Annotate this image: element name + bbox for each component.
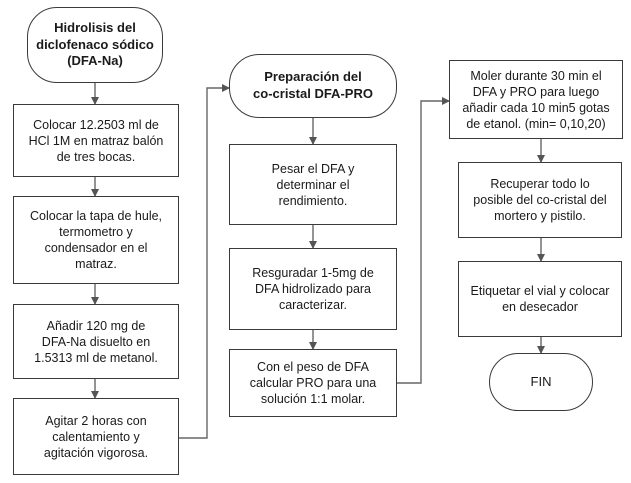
connector-col2-col3 bbox=[397, 97, 450, 384]
terminal-start-preparacion-label: Preparación del co-cristal DFA-PRO bbox=[253, 69, 373, 101]
process-step-moler-label: Moler durante 30 min el DFA y PRO para l… bbox=[462, 68, 610, 131]
terminal-start-hidrolisis-label: Hidrolisis del diclofenaco sódico (DFA-N… bbox=[36, 20, 154, 69]
terminal-end-fin: FIN bbox=[489, 353, 593, 411]
process-step-calcular-pro: Con el peso de DFA calcular PRO para una… bbox=[229, 349, 397, 417]
process-step-recuperar-label: Recuperar todo lo posible del co-cristal… bbox=[473, 177, 607, 223]
process-step-recuperar: Recuperar todo lo posible del co-cristal… bbox=[458, 162, 622, 238]
terminal-start-hidrolisis: Hidrolisis del diclofenaco sódico (DFA-N… bbox=[27, 7, 163, 83]
process-step-pesar-dfa: Pesar el DFA y determinar el rendimiento… bbox=[229, 144, 397, 225]
terminal-start-preparacion: Preparación del co-cristal DFA-PRO bbox=[229, 54, 397, 118]
process-step-resguardar-label: Resguradar 1-5mg de DFA hidrolizado para… bbox=[252, 266, 374, 312]
process-step-agitar: Agitar 2 horas con calentamiento y agita… bbox=[13, 398, 179, 475]
connector-col1-col2 bbox=[179, 84, 230, 439]
process-step-anadir-dfa-na-label: Añadir 120 mg de DFA-Na disuelto en 1.53… bbox=[34, 318, 158, 365]
process-step-pesar-dfa-label: Pesar el DFA y determinar el rendimiento… bbox=[271, 161, 355, 208]
process-step-colocar-hcl: Colocar 12.2503 ml de HCl 1M en matraz b… bbox=[13, 104, 179, 177]
process-step-etiquetar-label: Etiquetar el vial y colocar en desecador bbox=[470, 284, 610, 314]
process-step-anadir-dfa-na: Añadir 120 mg de DFA-Na disuelto en 1.53… bbox=[13, 304, 179, 379]
process-step-etiquetar: Etiquetar el vial y colocar en desecador bbox=[458, 261, 622, 337]
process-step-calcular-pro-label: Con el peso de DFA calcular PRO para una… bbox=[249, 360, 377, 406]
process-step-colocar-tapa-label: Colocar la tapa de hule, termometro y co… bbox=[29, 209, 163, 271]
terminal-end-fin-label: FIN bbox=[530, 373, 552, 389]
process-step-colocar-hcl-label: Colocar 12.2503 ml de HCl 1M en matraz b… bbox=[28, 117, 164, 164]
process-step-moler: Moler durante 30 min el DFA y PRO para l… bbox=[449, 60, 623, 139]
process-step-resguardar: Resguradar 1-5mg de DFA hidrolizado para… bbox=[229, 248, 397, 330]
process-step-colocar-tapa: Colocar la tapa de hule, termometro y co… bbox=[13, 196, 179, 284]
process-step-agitar-label: Agitar 2 horas con calentamiento y agita… bbox=[43, 413, 149, 460]
